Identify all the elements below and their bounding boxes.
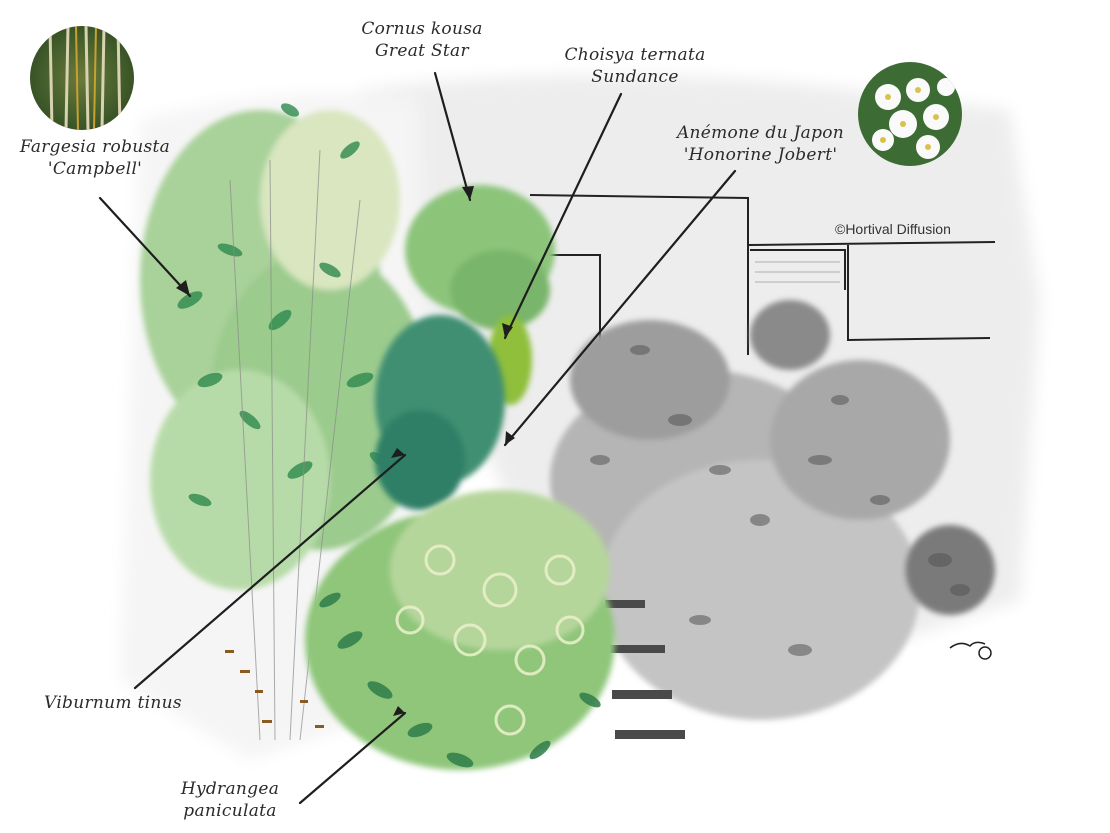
fargesia-leader xyxy=(98,196,192,298)
label-cornus: Cornus kousa Great Star xyxy=(352,18,492,62)
choisya-leader xyxy=(503,92,623,340)
label-anemone-line1: Anémone du Japon xyxy=(676,123,845,143)
anemone-leader xyxy=(503,169,737,447)
hydrangea-flowers xyxy=(395,544,585,736)
hydrangea-foliage xyxy=(305,490,615,770)
label-hydrangea: Hydrangea paniculata xyxy=(175,778,285,822)
anemone-photo-thumbnail xyxy=(858,62,962,166)
steps xyxy=(605,600,685,739)
hydrangea-leader xyxy=(298,711,407,805)
label-hydrangea-line1: Hydrangea xyxy=(180,779,280,799)
cornus-leader xyxy=(433,71,472,202)
label-anemone: Anémone du Japon 'Honorine Jobert' xyxy=(668,122,853,166)
label-anemone-line2: 'Honorine Jobert' xyxy=(683,145,838,165)
white-flower-icon xyxy=(872,78,955,159)
grey-leaf-marks xyxy=(590,345,970,656)
label-cornus-line1: Cornus kousa xyxy=(361,19,483,39)
hydrangea-leaves xyxy=(319,592,601,768)
label-hydrangea-line2: paniculata xyxy=(183,801,277,821)
viburnum-foliage xyxy=(375,315,505,510)
wall-hatching xyxy=(755,261,840,283)
arrow-heads xyxy=(176,186,515,716)
wall-lines xyxy=(529,194,996,355)
label-choisya-line2: Sundance xyxy=(591,67,679,87)
label-fargesia: Fargesia robusta 'Campbell' xyxy=(10,136,180,180)
artist-signature xyxy=(949,641,992,660)
bamboo-canes-icon xyxy=(48,26,122,130)
label-cornus-line2: Great Star xyxy=(375,41,469,61)
bamboo-foliage xyxy=(140,110,430,590)
label-fargesia-line2: 'Campbell' xyxy=(47,159,143,179)
label-viburnum: Viburnum tinus xyxy=(38,692,188,714)
mulch-marks xyxy=(225,650,324,728)
label-viburnum-line1: Viburnum tinus xyxy=(44,693,182,713)
cornus-foliage xyxy=(405,185,555,330)
label-choisya-line1: Choisya ternata xyxy=(564,45,706,65)
grey-shrubs xyxy=(550,300,995,720)
label-choisya: Choisya ternata Sundance xyxy=(555,44,715,88)
copyright-notice: ©Hortival Diffusion xyxy=(835,221,951,237)
label-fargesia-line1: Fargesia robusta xyxy=(19,137,171,157)
leader-lines xyxy=(98,71,737,805)
viburnum-leader xyxy=(133,453,407,690)
bamboo-photo-thumbnail xyxy=(30,26,134,130)
